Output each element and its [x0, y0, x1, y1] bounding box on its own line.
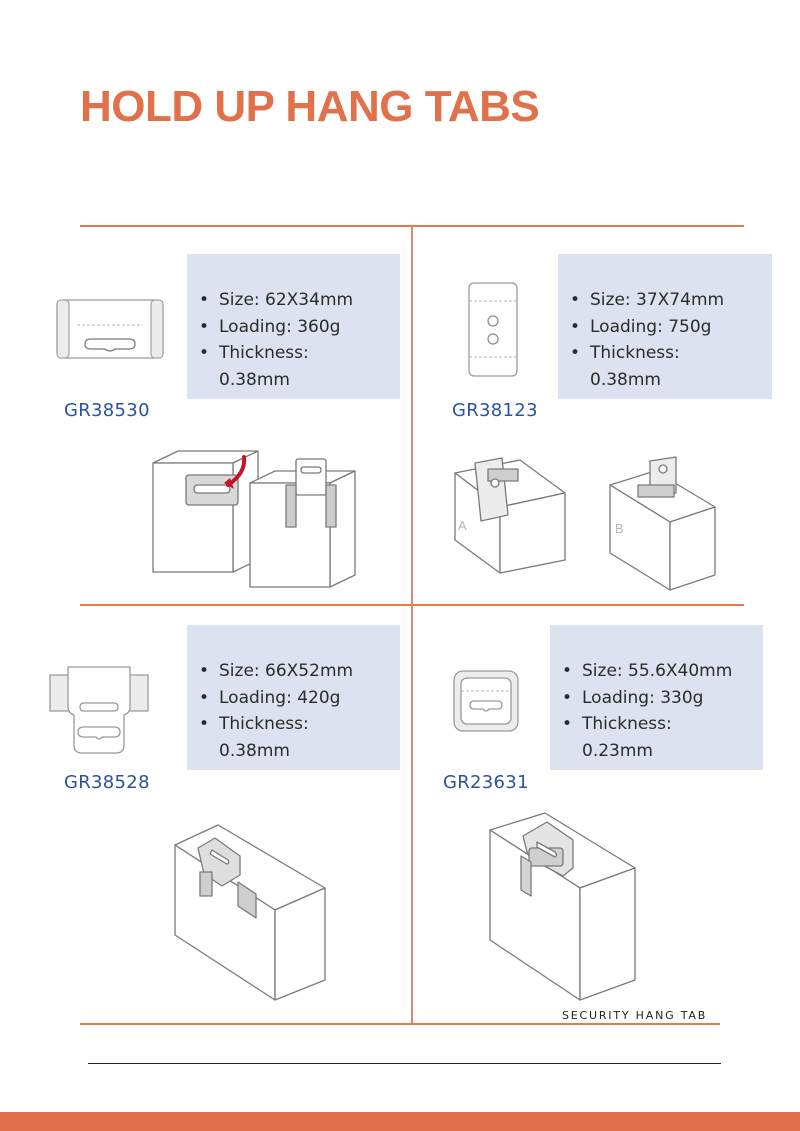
bullet-icon: •	[199, 714, 210, 734]
security-hang-tab-caption: SECURITY HANG TAB	[562, 1009, 708, 1022]
gr23631-spec-box: •Size: 55.6X40mm •Loading: 330g •Thickne…	[550, 625, 763, 770]
spec-thickness-value: 0.38mm	[590, 369, 661, 390]
box-label-b: B	[615, 521, 624, 536]
bullet-icon: •	[562, 687, 573, 708]
bullet-icon: •	[562, 661, 573, 681]
grid-bottom-rule	[80, 1023, 720, 1025]
footer-rule	[88, 1063, 721, 1064]
gr38123-tab-icon	[468, 282, 518, 377]
bullet-icon: •	[199, 290, 210, 310]
spec-size: •Size: 55.6X40mm	[550, 658, 763, 685]
bullet-icon: •	[199, 687, 210, 708]
spec-thickness-value: 0.38mm	[219, 369, 290, 390]
gr38530-tab-icon	[56, 299, 164, 359]
spec-thickness: •Thickness:	[558, 340, 772, 367]
grid-vertical-divider	[411, 226, 413, 1023]
spec-thickness-value: 0.38mm	[219, 740, 290, 761]
spec-loading: •Loading: 750g	[558, 314, 772, 341]
gr38528-product-code: GR38528	[64, 772, 150, 793]
gr23631-product-code: GR23631	[443, 772, 529, 793]
bullet-icon: •	[570, 343, 581, 363]
bullet-icon: •	[562, 714, 573, 734]
spec-size: •Size: 37X74mm	[558, 287, 772, 314]
spec-thickness: •Thickness:	[187, 340, 400, 367]
footer-accent-bar	[0, 1112, 800, 1131]
spec-size: •Size: 62X34mm	[187, 287, 400, 314]
bullet-icon: •	[570, 316, 581, 337]
spec-thickness: •Thickness:	[187, 711, 400, 738]
bullet-icon: •	[199, 316, 210, 337]
spec-loading: •Loading: 330g	[550, 685, 763, 712]
gr38528-spec-box: •Size: 66X52mm •Loading: 420g •Thickness…	[187, 625, 400, 770]
spec-thickness: •Thickness:	[550, 711, 763, 738]
gr38123-product-code: GR38123	[452, 400, 538, 421]
bullet-icon: •	[199, 343, 210, 363]
gr38123-spec-box: •Size: 37X74mm •Loading: 750g •Thickness…	[558, 254, 772, 399]
gr38530-product-code: GR38530	[64, 400, 150, 421]
gr38528-box-illustration	[174, 824, 326, 1001]
gr38530-spec-box: •Size: 62X34mm •Loading: 360g •Thickness…	[187, 254, 400, 399]
gr38123-box-illustration: A B	[454, 456, 716, 591]
page-title: HOLD UP HANG TABS	[80, 82, 540, 131]
spec-size: •Size: 66X52mm	[187, 658, 400, 685]
bullet-icon: •	[570, 290, 581, 310]
gr23631-tab-icon	[453, 670, 519, 732]
spec-loading: •Loading: 360g	[187, 314, 400, 341]
gr38530-box-illustration	[152, 450, 356, 588]
box-label-a: A	[458, 518, 467, 533]
gr38528-tab-icon	[49, 666, 149, 754]
bullet-icon: •	[199, 661, 210, 681]
spec-loading: •Loading: 420g	[187, 685, 400, 712]
spec-thickness-value: 0.23mm	[582, 740, 653, 761]
gr23631-box-illustration	[489, 812, 636, 1001]
